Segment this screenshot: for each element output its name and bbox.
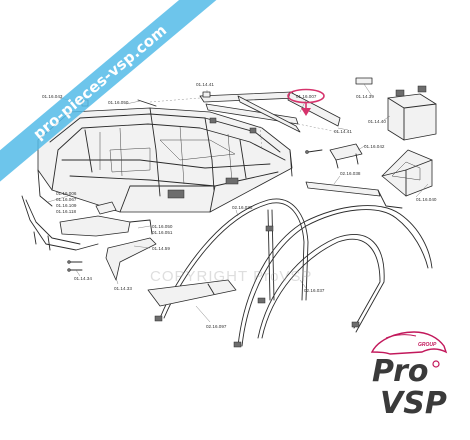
highlight-arrowhead xyxy=(301,108,311,116)
part-label: 01.16.050 xyxy=(152,224,173,229)
roll-cage xyxy=(154,198,433,348)
part-label: 01.16.007 xyxy=(296,94,317,99)
part-label: 01.14.59 xyxy=(152,246,170,251)
part-label: 01.16.051 xyxy=(152,230,173,235)
part-label: 02.16.036 xyxy=(232,205,253,210)
part-label: 01.14.33 xyxy=(114,286,132,291)
part-labels: 01.16.043 01.16.050 01.14.41 01.16.007 0… xyxy=(42,82,437,329)
part-label: 01.14.41 xyxy=(334,129,352,134)
part-label: 01.16.067 xyxy=(56,197,77,202)
lower-sill-tube xyxy=(147,279,237,307)
part-label: 01.16.042 xyxy=(364,144,385,149)
part-label: 01.16.050 xyxy=(108,100,129,105)
part-label: 01.14.39 xyxy=(356,94,374,99)
part-label: 01.16.109 xyxy=(56,203,77,208)
part-label: 01.14.41 xyxy=(196,82,214,87)
part-label: 02.16.037 xyxy=(304,288,325,293)
highlight-callout xyxy=(287,88,325,104)
logo-vsp-text: VSP xyxy=(380,386,447,421)
rear-cross-member xyxy=(305,181,403,209)
battery-box xyxy=(387,85,437,141)
part-label: 01.16.043 xyxy=(42,94,63,99)
front-suspension-arms xyxy=(21,195,157,281)
part-label: 01.14.34 xyxy=(74,276,92,281)
copyright-watermark: COPYRIGHT ProVSP xyxy=(150,268,313,285)
logo-group-text: GROUP xyxy=(418,342,437,348)
part-label: 02.16.038 xyxy=(340,171,361,176)
logo-pro-text: Pro xyxy=(372,354,429,389)
part-label: 02.16.097 xyxy=(206,324,227,329)
chassis-frame xyxy=(37,107,293,213)
provsp-logo: GROUP Pro VSP xyxy=(352,318,460,430)
part-label: 01.16.040 xyxy=(416,197,437,202)
part-label: 01.16.006 xyxy=(56,191,77,196)
seat-bracket xyxy=(329,143,363,169)
car-silhouette-icon xyxy=(370,331,448,368)
upper-crossbars xyxy=(149,91,341,151)
battery-bracket xyxy=(381,149,433,197)
part-label: 01.16.118 xyxy=(56,209,77,214)
part-label: 01.14.40 xyxy=(368,119,386,124)
